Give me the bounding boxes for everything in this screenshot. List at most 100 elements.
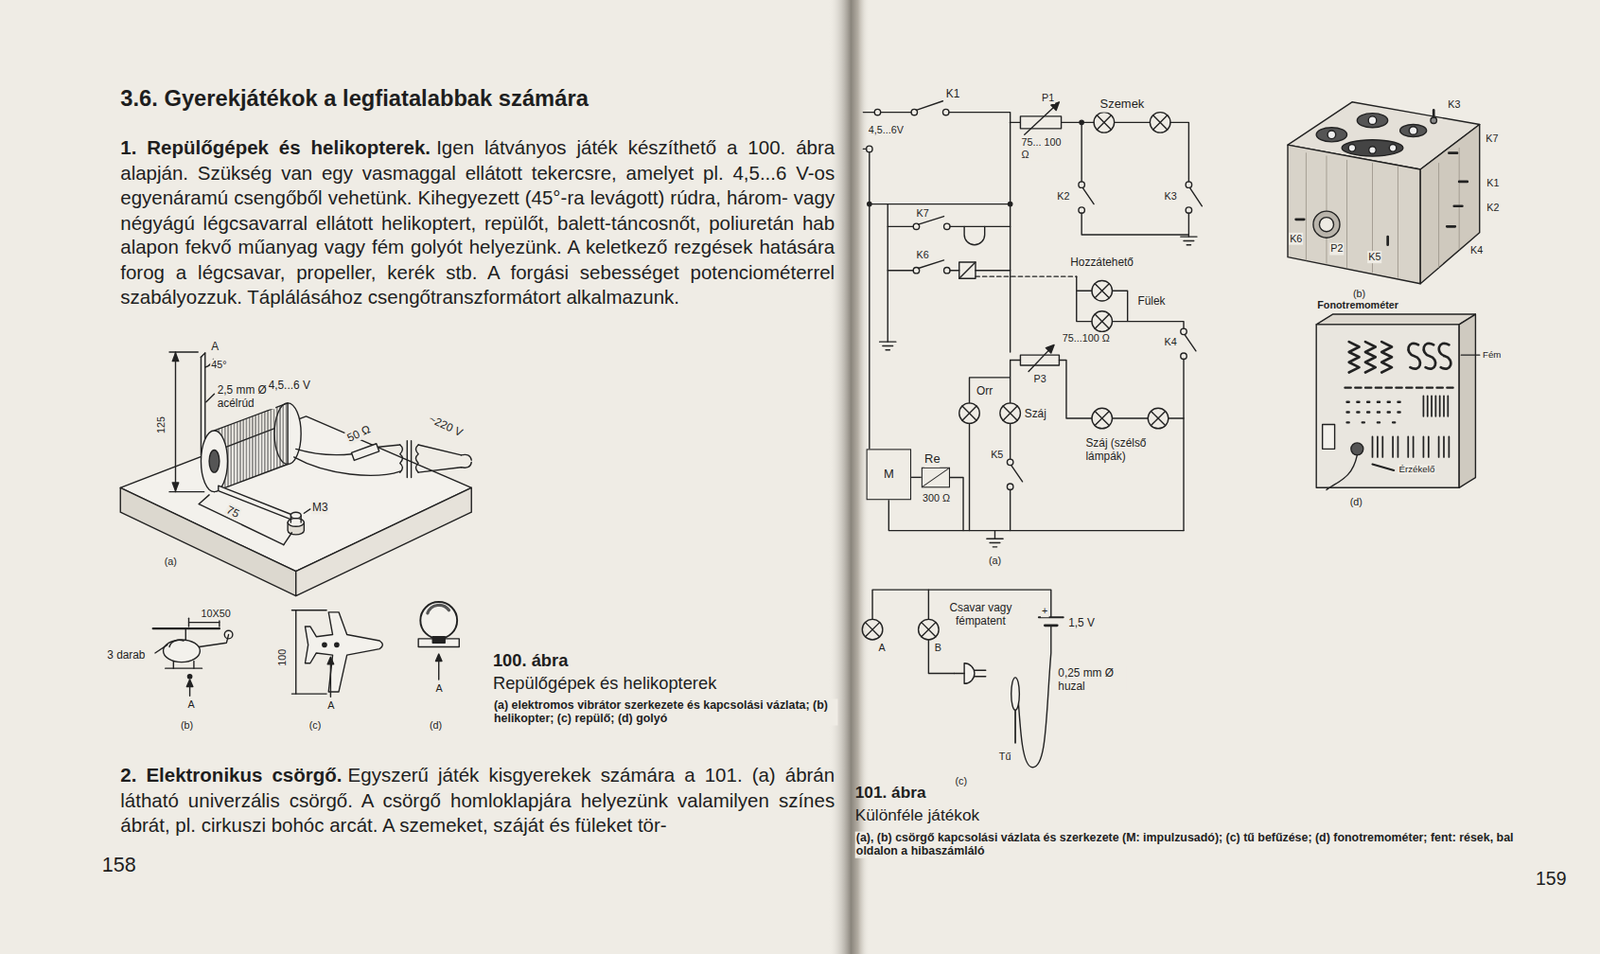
body-paragraph: 2. Elektronikus csörgő.Egyszerű játék ki…: [120, 762, 835, 838]
rattle-circuit-part: [1078, 181, 1085, 188]
dimension-label: 45°: [210, 358, 228, 370]
airplane-drawing: [291, 610, 383, 698]
part-label: A: [326, 700, 335, 712]
dimension-label: 100: [277, 648, 289, 668]
switch-label: K1: [945, 87, 962, 102]
rattle-circuit-part: [868, 152, 870, 450]
rattle-circuit-part: [918, 260, 945, 269]
fonotremometer-drawing-part: [1351, 442, 1364, 456]
helicopter-drawing: [153, 617, 233, 696]
switch-label: P2: [1329, 243, 1344, 255]
helicopter-drawing-part: [186, 679, 193, 687]
rattle-circuit-part: [1114, 122, 1151, 124]
needle-circuit-part: [1014, 709, 1017, 742]
rattle-circuit-part: [1000, 403, 1021, 424]
vibrator-drawing-part: [175, 351, 176, 493]
vibrator-drawing-part: [351, 443, 379, 461]
caption-text: (a), (b) csörgő kapcsolási vázlata és sz…: [855, 831, 1551, 860]
dimension-label: 125: [155, 415, 167, 435]
vibrator-drawing-part: [200, 430, 228, 493]
rattle-circuit-part: [1182, 358, 1184, 530]
rattle-circuit-part: [1111, 290, 1183, 329]
dimension-label: 300 Ω: [921, 492, 951, 505]
paragraph-heading: 2. Elektronikus csörgő.: [120, 763, 342, 786]
rattle-circuit-part: [949, 112, 1020, 124]
fonotremometer-drawing-part: [1423, 395, 1448, 417]
lamp-label: B: [933, 641, 943, 653]
helicopter-drawing-part: [198, 634, 229, 648]
dimension-label: +: [1040, 604, 1049, 616]
switch-label: K7: [914, 207, 930, 219]
needle-circuit-part: [1017, 625, 1052, 768]
rattle-box-drawing-part: [1446, 153, 1468, 228]
vibrator-drawing-part: [209, 449, 220, 473]
vibrator-drawing-part: [418, 444, 461, 456]
vibrator-drawing-part: [406, 440, 408, 478]
rattle-circuit-part: [1024, 105, 1056, 135]
vibrator-drawing-part: [415, 444, 419, 473]
rattle-circuit-part: [874, 108, 880, 115]
rattle-circuit-part: [962, 405, 977, 421]
figure-letter: (c): [308, 719, 323, 731]
rattle-box-drawing-part: [1400, 124, 1427, 138]
needle-circuit-part: [953, 669, 985, 676]
switch-label: K3: [1446, 99, 1461, 111]
lamp-label: Hozzátehető: [1069, 256, 1135, 270]
helicopter-drawing-part: [193, 661, 194, 669]
needle-circuit-part: [918, 618, 940, 640]
rattle-circuit-part: [959, 262, 976, 279]
vibrator-drawing: [120, 351, 472, 597]
rattle-box-drawing-part: [1305, 147, 1460, 278]
rattle-circuit-part: [1011, 465, 1023, 482]
ball-drawing: [418, 601, 459, 680]
rattle-circuit-part: [866, 145, 873, 152]
dimension-label: 75: [223, 502, 243, 521]
body-text: Igen látványos játék készíthető a 100. á…: [120, 136, 835, 308]
caption-text: Különféle játékok: [855, 806, 980, 826]
fonotremometer-drawing-part: [1316, 324, 1460, 488]
vibrator-drawing-part: [200, 352, 205, 357]
rattle-circuit-part: [1081, 212, 1189, 235]
dimension-label: 4,5...6V: [867, 124, 905, 137]
rattle-circuit-part: [1009, 489, 1011, 530]
rattle-circuit-part: [1094, 314, 1109, 329]
rattle-circuit-part: [1184, 334, 1196, 352]
rattle-circuit-part: [1028, 348, 1052, 372]
rattle-circuit-part: [975, 275, 1077, 277]
rattle-circuit-part: [1185, 181, 1192, 188]
switch-label: K4: [1469, 245, 1484, 257]
dimension-label: 75... 100 Ω: [1019, 136, 1063, 160]
vibrator-drawing-part: [296, 487, 472, 596]
rattle-circuit-part: [1170, 122, 1189, 182]
needle-circuit-part: [928, 589, 930, 619]
vibrator-drawing-part: [296, 448, 352, 455]
vibrator-drawing-part: [460, 454, 472, 468]
rattle-circuit-part: [1002, 405, 1018, 421]
section-title: 3.6. Gyerekjátékok a legfiatalabbak szám…: [120, 86, 589, 112]
helicopter-drawing-part: [189, 621, 220, 623]
caption-text: (a) elektromos vibrátor szerkezete és ka…: [492, 698, 839, 726]
switch-label: K5: [1367, 250, 1382, 263]
part-label: A: [434, 682, 443, 694]
fonotremometer-drawing-part: [1439, 343, 1451, 370]
rattle-circuit-part: [1091, 407, 1113, 429]
rattle-circuit-part: [1093, 112, 1115, 134]
figure-letter: (c): [953, 774, 968, 787]
figure-letter: (b): [179, 719, 194, 731]
paragraph-heading: 1. Repülőgépek és helikopterek.: [120, 136, 431, 159]
needle-circuit-part: [964, 663, 975, 685]
vibrator-drawing-part: [378, 444, 401, 447]
rattle-circuit-part: [1096, 115, 1111, 130]
part-label: A: [210, 339, 220, 353]
dimension-label: 75...100 Ω: [1061, 332, 1111, 344]
helicopter-drawing-part: [165, 667, 203, 669]
rattle-circuit-part: [887, 269, 914, 271]
rattle-circuit-part: [915, 101, 943, 111]
node-label: M: [883, 467, 895, 482]
lamp-label: Száj (szélső lámpák): [1084, 436, 1168, 462]
part-label: M3: [311, 500, 330, 514]
lamp-label: Fülek: [1136, 295, 1166, 309]
page-number: 159: [1535, 867, 1566, 889]
rattle-box-drawing-part: [1368, 116, 1377, 125]
